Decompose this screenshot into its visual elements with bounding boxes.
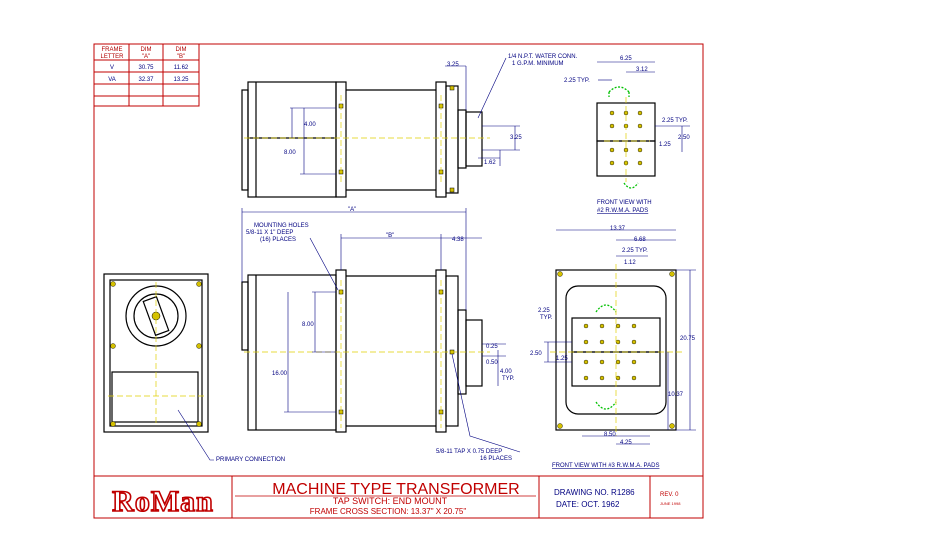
revision: REV. 0 (660, 492, 679, 498)
fv2-caption-2: #2 R.W.M.A. PADS (597, 208, 648, 214)
top-dim-8-00: 8.00 (284, 150, 296, 156)
top-dim-3-25: 3.25 (447, 62, 459, 68)
side-dim-a: "A" (348, 207, 356, 213)
fv3-dim-6-68: 6.68 (634, 237, 646, 243)
tap-note-1: 5/8-11 TAP X 0.75 DEEP (436, 449, 502, 455)
side-dim-4-00: 4.00 (500, 369, 512, 375)
fv3-dim-2-50: 2.50 (530, 351, 542, 357)
mount-note-3: (16) PLACES (260, 237, 296, 243)
drawing-subtitle-2: FRAME CROSS SECTION: 13.37" X 20.75" (310, 507, 467, 516)
drawing-subtitle-1: TAP SWITCH: END MOUNT (333, 496, 448, 506)
fv2-dim-2-25b: 2.25 TYP. (662, 118, 688, 124)
top-dim-4-00: 4.00 (304, 122, 316, 128)
fv3-dim-20-75: 20.75 (680, 336, 696, 342)
fv3-dim-2-25b: 2.25 (538, 308, 550, 314)
fv2-dim-1-25: 1.25 (659, 142, 671, 148)
fv2-dim-2-50: 2.50 (678, 135, 690, 141)
fv2-dim-6-25: 6.25 (620, 56, 632, 62)
primary-connection-note: PRIMARY CONNECTION (216, 457, 285, 463)
side-dim-8-00: 8.00 (302, 322, 314, 328)
roman-logo: RoMan (112, 485, 214, 518)
sheet-border (93, 43, 704, 519)
side-dim-16-00: 16.00 (272, 371, 288, 377)
fv3-dim-8-50: 8.50 (604, 432, 616, 438)
fv3-dim-2-25: 2.25 TYP. (622, 248, 648, 254)
table-header-frame-2: LETTER (100, 54, 124, 60)
water-note-1: 1/4 N.P.T. WATER CONN. (508, 54, 578, 60)
top-dim-1-62: 1.62 (484, 160, 496, 166)
table-header-dim-b-2: "B" (177, 54, 185, 60)
fv2-dim-2-25: 2.25 TYP. (564, 78, 590, 84)
table-cell-r0-c2: 11.62 (174, 65, 189, 71)
top-dim-3-25b: 3.25 (510, 135, 522, 141)
tap-note-2: 16 PLACES (480, 456, 512, 462)
front-view-3: 13.37 6.68 2.25 TYP. 1.12 2.25 TYP. 2.50… (530, 226, 696, 469)
fv3-dim-2-25b-typ: TYP. (540, 315, 553, 321)
fv3-dim-10-37: 10.37 (668, 392, 684, 398)
side-dim-4-00-typ: TYP. (502, 376, 515, 382)
side-view: "A" "B" 4.38 MOUNTING HOLES 5/8-11 X 1" … (241, 207, 521, 462)
revision-date: JUNE 1998 (660, 501, 681, 506)
table-header-dim-a-1: DIM (141, 47, 152, 53)
side-dim-0-25: 0.25 (486, 344, 498, 350)
drawing-date: DATE: OCT. 1962 (556, 500, 620, 509)
side-dim-0-50: 0.50 (486, 360, 498, 366)
fv2-caption-1: FRONT VIEW WITH (597, 200, 652, 206)
table-cell-r1-c2: 13.25 (173, 77, 189, 83)
fv3-dim-1-25: 1.25 (556, 356, 568, 362)
mount-note-1: MOUNTING HOLES (254, 223, 309, 229)
water-note-2: 1 G.P.M. MINIMUM (512, 61, 564, 67)
end-view: PRIMARY CONNECTION (103, 273, 285, 463)
table-header-dim-b-1: DIM (176, 47, 187, 53)
fv3-dim-4-25: 4.25 (620, 440, 632, 446)
top-view: 3.25 1/4 N.P.T. WATER CONN. 1 G.P.M. MIN… (241, 54, 578, 198)
side-dim-4-38: 4.38 (452, 237, 464, 243)
fv2-dim-3-12: 3.12 (636, 67, 648, 73)
fv3-dim-1-12: 1.12 (624, 260, 636, 266)
frame-table: FRAME LETTER DIM "A" DIM "B" V 30.75 11.… (93, 43, 200, 107)
fv3-dim-13-37: 13.37 (610, 226, 626, 232)
side-dim-b: "B" (386, 233, 394, 239)
table-cell-r0-c0: V (110, 65, 114, 71)
drawing-number: DRAWING NO. R1286 (554, 488, 635, 497)
table-header-dim-a-2: "A" (142, 54, 150, 60)
title-block: RoMan MACHINE TYPE TRANSFORMER TAP SWITC… (94, 475, 703, 519)
front-view-2: 6.25 3.12 2.25 TYP. 2.25 TYP. 2.50 1.25 … (564, 56, 690, 214)
table-cell-r0-c1: 30.75 (138, 65, 154, 71)
drawing-title: MACHINE TYPE TRANSFORMER (272, 481, 519, 498)
mount-note-2: 5/8-11 X 1" DEEP (246, 230, 293, 236)
table-cell-r1-c1: 32.37 (138, 77, 154, 83)
table-header-frame-1: FRAME (102, 47, 123, 53)
fv3-caption: FRONT VIEW WITH #3 R.W.M.A. PADS (552, 463, 659, 469)
table-cell-r1-c0: VA (108, 77, 116, 83)
